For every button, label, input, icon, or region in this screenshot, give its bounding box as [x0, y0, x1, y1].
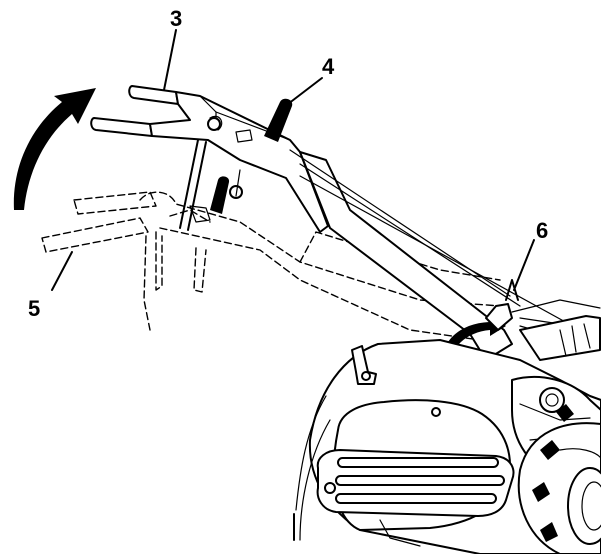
leader-4 — [287, 77, 323, 105]
leader-6 — [513, 239, 535, 291]
black-lever-grip — [264, 98, 293, 142]
lowered-black-grip — [210, 176, 230, 214]
callout-4: 4 — [322, 54, 335, 79]
callout-5: 5 — [28, 296, 40, 321]
vent-slot — [335, 475, 505, 486]
lowered-handle-position — [41, 191, 501, 341]
tiller-body — [293, 339, 601, 554]
callout-leaders — [51, 29, 535, 291]
callout-6: 6 — [536, 218, 548, 243]
vent-slot — [337, 457, 499, 468]
vent-slot — [335, 493, 497, 504]
raised-handle — [90, 85, 581, 361]
leader-3 — [163, 29, 177, 91]
leader-5 — [51, 251, 73, 291]
callout-3: 3 — [170, 6, 182, 31]
raise-direction-arrow — [13, 88, 96, 210]
